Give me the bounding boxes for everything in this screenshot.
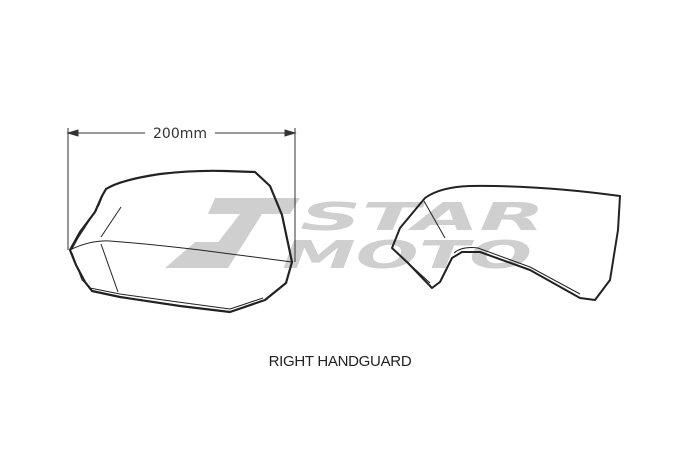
dimension-label: 200mm <box>153 126 207 142</box>
watermark-logo: STAR MOTO <box>165 195 545 277</box>
watermark-seven-slash-icon <box>165 242 222 268</box>
front-view-outline <box>68 169 294 314</box>
arrow-left-icon <box>66 129 79 137</box>
arrow-right-icon <box>284 129 297 137</box>
side-view-outline <box>391 184 621 301</box>
drawing-caption: RIGHT HANDGUARD <box>269 353 412 370</box>
dimension-200mm <box>66 128 297 262</box>
watermark-line2: MOTO <box>282 233 532 277</box>
watermark-seven-icon <box>198 198 300 268</box>
